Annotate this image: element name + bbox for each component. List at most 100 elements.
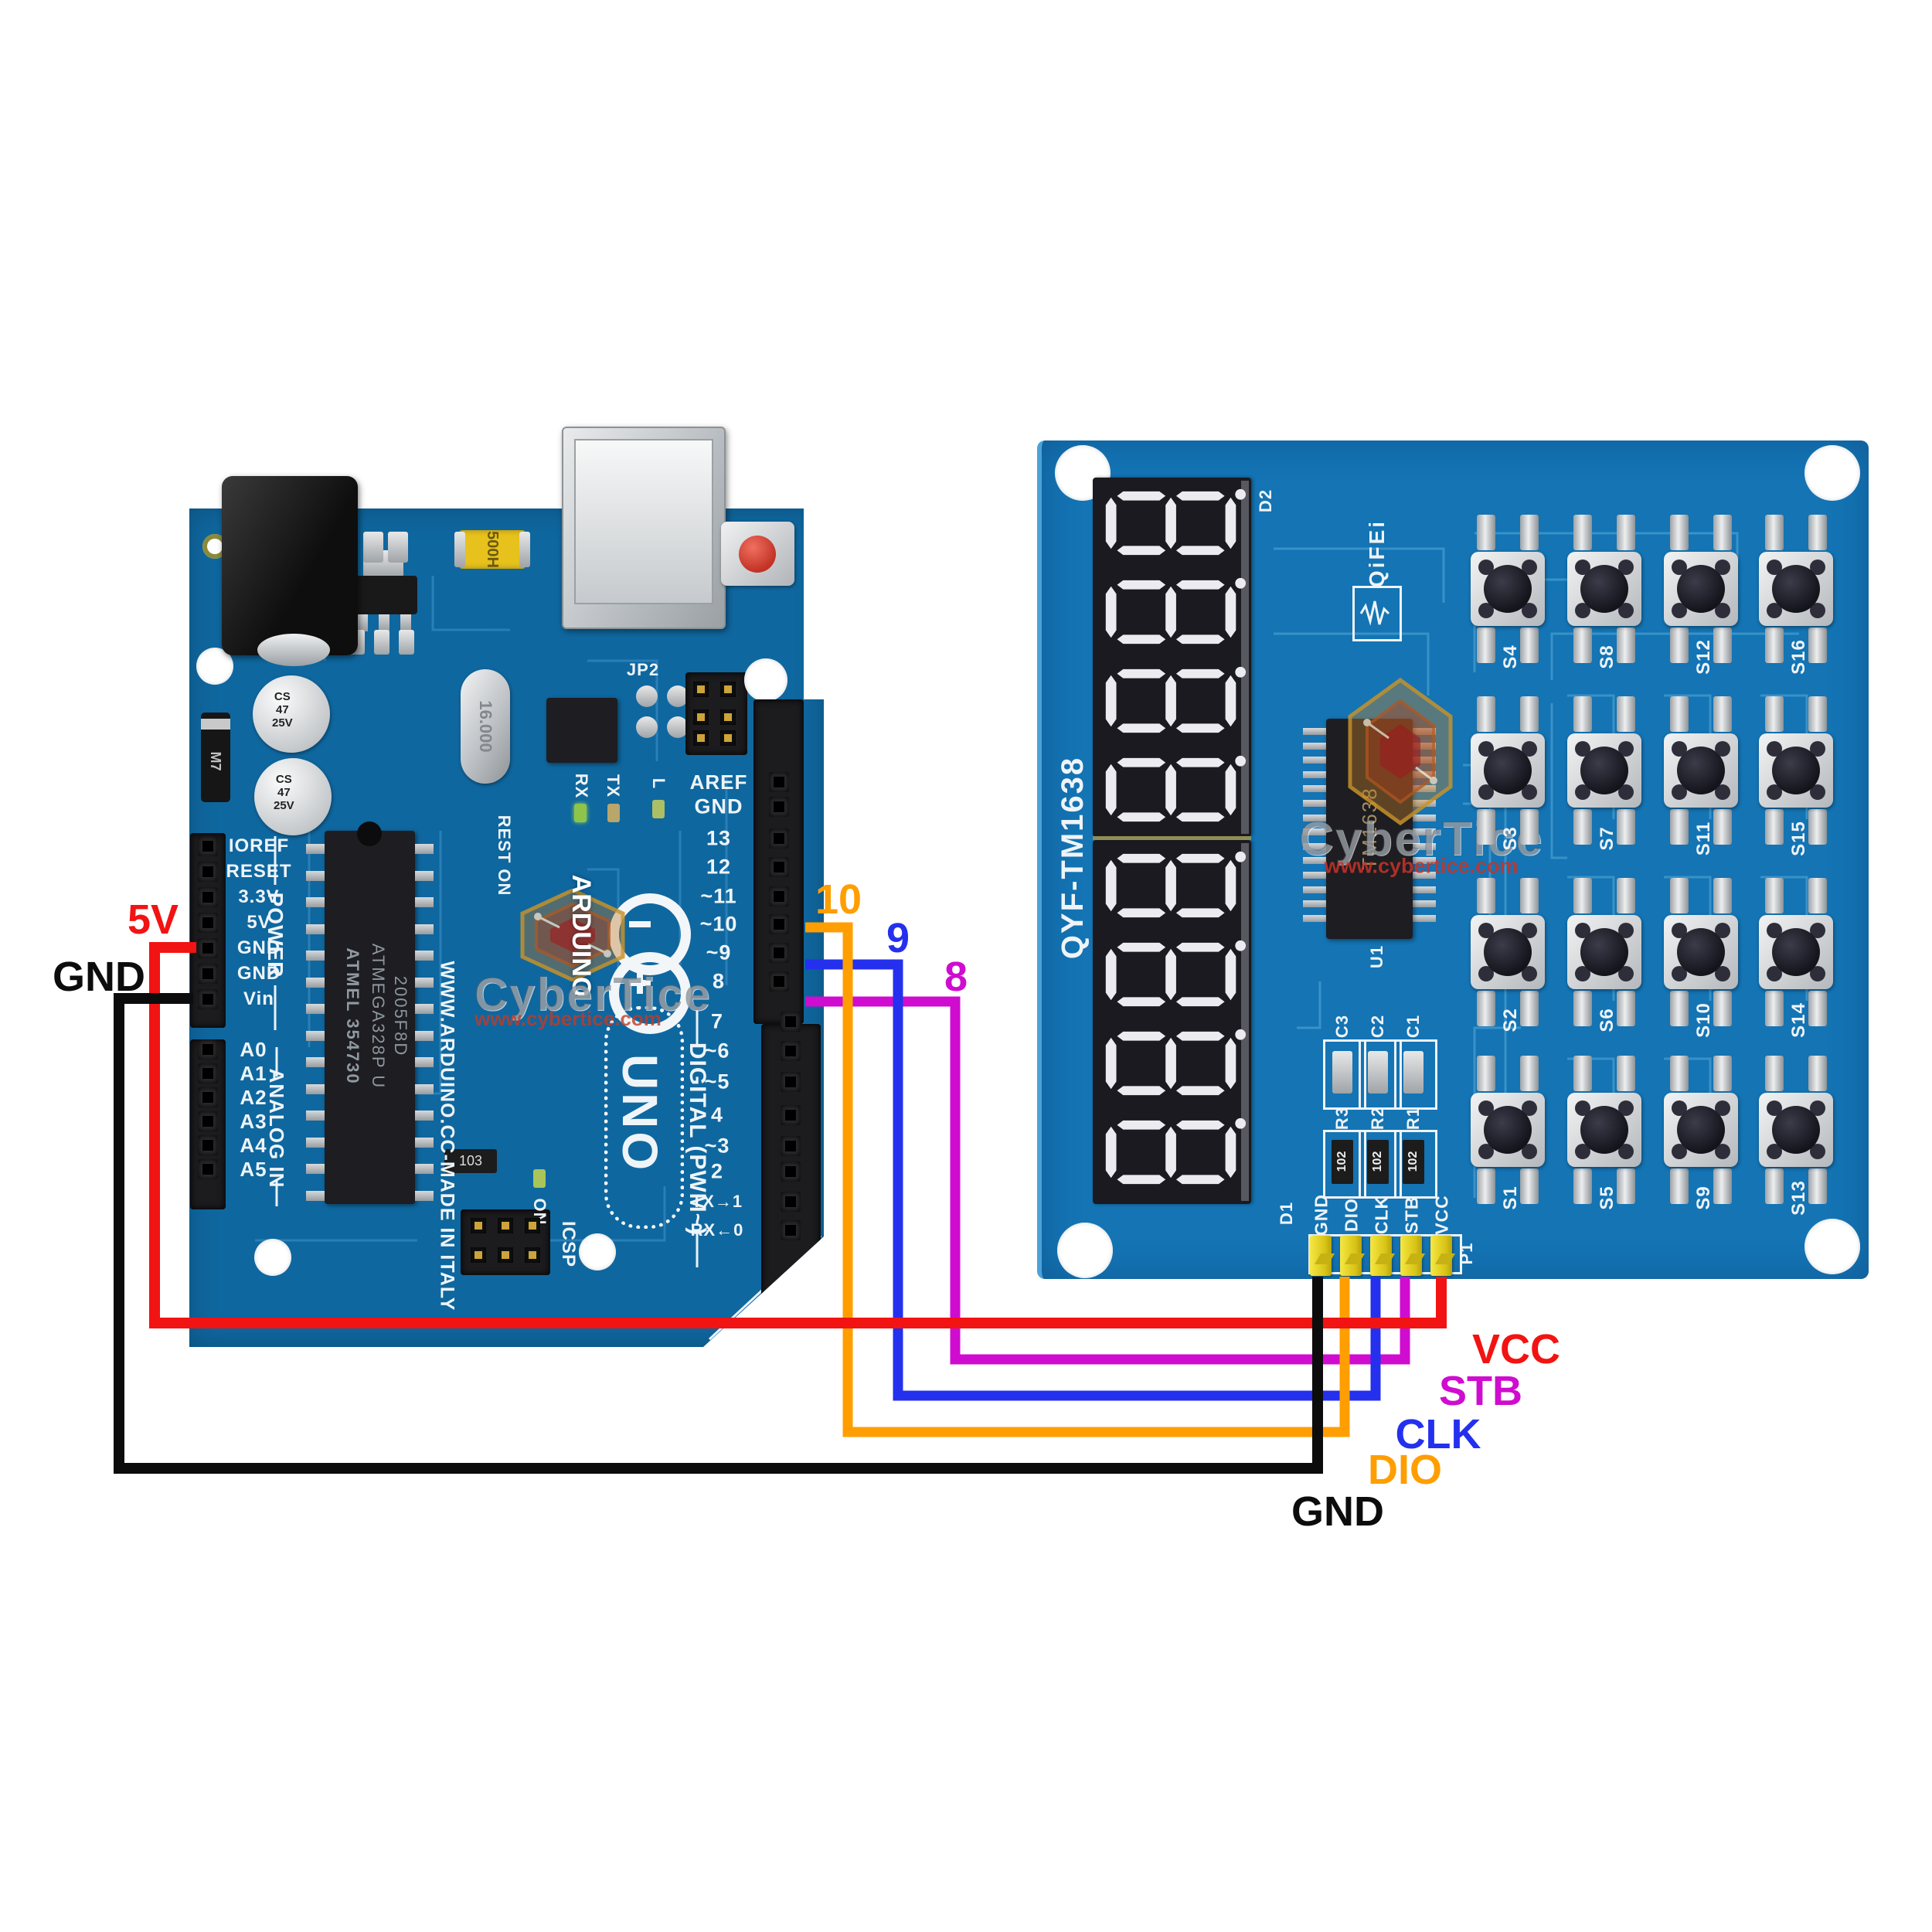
resistor-label-r1: R1 — [1403, 1106, 1423, 1131]
button-corner-dot — [1575, 1100, 1590, 1116]
analog-socket — [198, 1159, 218, 1179]
button-solder-tab — [1670, 1056, 1689, 1091]
power-socket — [198, 913, 218, 933]
key-label-s3: S3 — [1500, 826, 1521, 851]
key-label-s2: S2 — [1500, 1008, 1521, 1032]
button-corner-dot — [1478, 1144, 1494, 1159]
button-cap — [1580, 928, 1628, 976]
label-pin10: 10 — [815, 876, 862, 923]
chip-pin — [415, 1137, 434, 1148]
power-socket — [198, 862, 218, 882]
key-s9 — [1664, 1093, 1738, 1167]
key-label-s14: S14 — [1788, 1002, 1809, 1038]
button-solder-tab — [1573, 628, 1592, 663]
button-corner-dot — [1575, 741, 1590, 757]
power-pin-label-reset: RESET — [226, 861, 292, 882]
button-solder-tab — [1477, 991, 1495, 1026]
chip-pin — [306, 1004, 325, 1014]
cybertice-watermark-url: www.cybertice.com — [1324, 854, 1519, 878]
button-cap — [1484, 747, 1532, 794]
mounting-hole — [1057, 1223, 1113, 1278]
digital-socket — [781, 1192, 801, 1212]
button-corner-dot — [1478, 966, 1494, 981]
button-solder-tab — [1670, 628, 1689, 663]
button-corner-dot — [1672, 603, 1687, 618]
tm1638-module-board: QYF-TM1638 D2 D1 QiFEi TM1638 U1 — [1037, 440, 1869, 1279]
button-solder-tab — [1713, 991, 1732, 1026]
digital-socket — [769, 828, 789, 849]
icsp-pin — [471, 1247, 486, 1263]
digital-socket — [769, 886, 789, 906]
button-solder-tab — [1765, 1168, 1784, 1204]
seven-segment-digit-8 — [1105, 755, 1247, 822]
digital-pin-label-~10: ~10 — [699, 912, 738, 936]
chip-pin — [415, 870, 434, 881]
key-s15 — [1759, 733, 1833, 808]
label-pin9: 9 — [886, 915, 910, 961]
key-s13 — [1759, 1093, 1833, 1167]
chip-text-line1: ATMEL 354730 — [343, 947, 362, 1085]
smd-cap — [374, 630, 389, 655]
uno-label: UNO — [612, 1053, 668, 1174]
button-solder-tab — [1477, 809, 1495, 845]
button-solder-tab — [1765, 878, 1784, 913]
tm1638-pcb: QYF-TM1638 D2 D1 QiFEi TM1638 U1 — [1037, 440, 1869, 1279]
digital-pin-label-2: 2 — [710, 1159, 724, 1183]
button-corner-dot — [1618, 1100, 1634, 1116]
tm1638-pin — [1303, 757, 1326, 764]
on-led — [533, 1169, 546, 1188]
smd-resistor: 102 — [1332, 1140, 1353, 1184]
button-cap — [1484, 928, 1532, 976]
button-corner-dot — [1522, 966, 1537, 981]
icsp-pin — [693, 709, 709, 725]
button-corner-dot — [1618, 741, 1634, 757]
button-cap — [1484, 565, 1532, 613]
seven-segment-digit-8 — [1105, 940, 1247, 1007]
key-s1 — [1471, 1093, 1545, 1167]
button-solder-tab — [1617, 878, 1635, 913]
button-corner-dot — [1810, 784, 1825, 800]
button-solder-tab — [1765, 1056, 1784, 1091]
power-pin-label-5v: 5V — [247, 912, 271, 933]
button-cap — [1677, 747, 1725, 794]
chip-pin — [415, 1057, 434, 1067]
fuse-500 — [459, 530, 526, 569]
button-solder-tab — [1477, 878, 1495, 913]
button-corner-dot — [1715, 923, 1730, 938]
analog-pin-label-a2: A2 — [240, 1086, 267, 1109]
tm1638-pin — [1413, 900, 1436, 908]
key-label-s9: S9 — [1693, 1185, 1714, 1210]
button-corner-dot — [1715, 1100, 1730, 1116]
label-gnd-bottom: GND — [1291, 1488, 1384, 1535]
cap-label-c1: C1 — [1403, 1014, 1423, 1039]
button-solder-tab — [1617, 991, 1635, 1026]
button-solder-tab — [1573, 515, 1592, 550]
jp2-pad — [667, 716, 689, 738]
button-corner-dot — [1672, 923, 1687, 938]
button-solder-tab — [1713, 696, 1732, 732]
cap-label-c2: C2 — [1368, 1014, 1387, 1039]
jp2-label: JP2 — [626, 660, 660, 679]
chip-pin — [415, 977, 434, 988]
button-solder-tab — [1670, 991, 1689, 1026]
chip-pin — [415, 844, 434, 854]
reset-en-label: REST ON — [495, 815, 514, 896]
regulator-leg — [379, 614, 389, 631]
button-corner-dot — [1767, 603, 1782, 618]
button-corner-dot — [1767, 784, 1782, 800]
ref-d2: D2 — [1256, 488, 1275, 513]
jp2-pad — [667, 685, 689, 707]
mounting-hole — [1804, 445, 1860, 501]
display-seam — [1093, 836, 1251, 840]
smd-capacitor — [1332, 1051, 1352, 1094]
tm1638-pin — [1303, 770, 1326, 778]
button-solder-tab — [1713, 809, 1732, 845]
button-solder-tab — [1808, 878, 1827, 913]
resistor-label-r2: R2 — [1368, 1106, 1387, 1131]
icsp-pin — [693, 730, 709, 746]
key-label-s12: S12 — [1693, 639, 1714, 675]
button-solder-tab — [1713, 1056, 1732, 1091]
button-cap — [1677, 565, 1725, 613]
